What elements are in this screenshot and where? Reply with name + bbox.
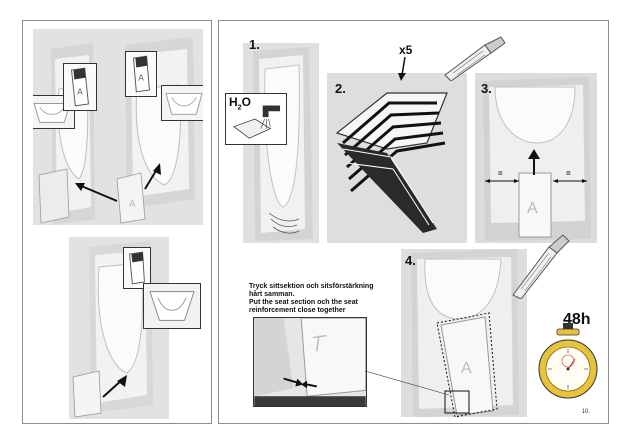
arrow-icon [283,377,304,387]
step4-number: 4. [405,253,416,268]
svg-text:A: A [129,199,136,210]
arrow-icon [144,163,161,190]
x5-label: x5 [399,43,413,57]
svg-text:A: A [527,200,538,217]
instruction-line-1: Tryck sittsektion och sitsförstärkning [249,283,374,290]
right-panel: 1. H2O [218,20,609,424]
arrow-icon [301,380,318,389]
svg-text:A: A [461,360,472,377]
step4-photo: A [401,249,527,417]
urinal-single-illustration [69,237,169,419]
inset-seat-top-view [143,283,201,329]
equal-right-label: = [566,169,571,178]
step1-number: 1. [249,37,260,52]
svg-text:A: A [77,87,83,97]
h2o-label: H2O [229,95,251,111]
svg-text:A: A [138,73,144,83]
sealant-tube-icon [444,36,506,81]
arrow-icon [528,149,540,175]
inset-part-a-left: A [63,63,97,111]
stopwatch-icon [538,323,598,399]
left-panel: A A A [22,20,212,424]
inset-part-a-bottom [123,247,151,289]
instruction-text: Tryck sittsektion och sitsförstärkning h… [249,283,389,315]
inset-top-view-right [161,85,203,121]
photo-urinal-pair: A A A [33,29,203,225]
equal-gap-icon [485,171,519,185]
inset-top-view-left [33,95,75,129]
step3-number: 3. [481,81,492,96]
instruction-line-2: hårt samman. [249,291,295,298]
instruction-line-3: Put the seat section och the seat [249,299,358,306]
arrow-icon [75,183,118,202]
arrow-icon [398,57,406,81]
sealant-tube-icon [512,234,570,299]
inset-part-a-right: A [125,51,157,97]
step2-number: 2. [335,81,346,96]
arrow-icon [102,375,127,398]
h2o-sub: 2 [237,104,242,112]
detail-zoom-photo [253,317,367,407]
instruction-line-4: reinforcement close together [249,307,346,314]
equal-left-label: = [498,169,503,178]
equal-gap-icon [553,171,587,185]
water-tap-icon [225,93,287,145]
photo-urinal-single [69,237,169,419]
h2o-h: H [229,95,238,109]
step2-photo [327,73,467,243]
zoom-connector-line [365,370,449,396]
page-number: 10. [581,409,590,415]
h2o-o: O [241,95,251,109]
